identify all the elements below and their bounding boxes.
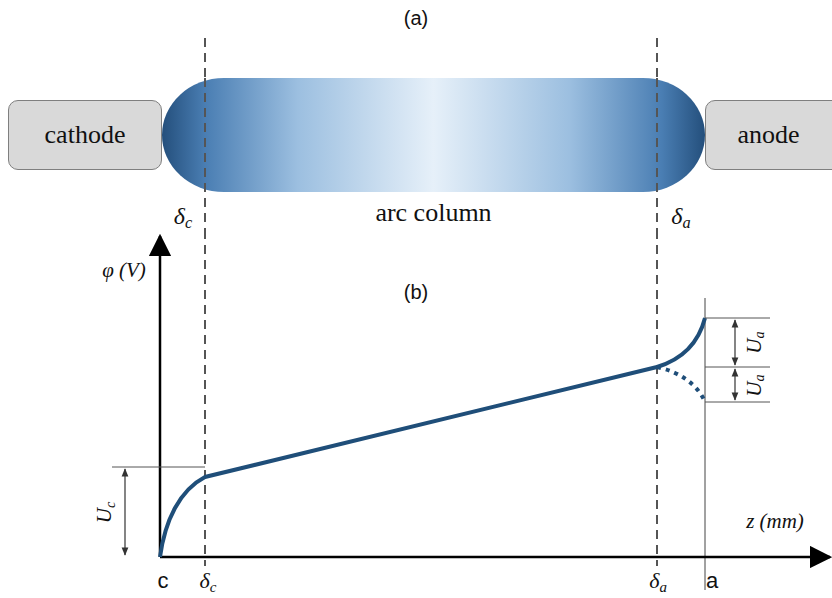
potential-curve	[160, 318, 705, 557]
anode-box: anode	[705, 100, 832, 170]
x-axis	[160, 556, 830, 559]
axis-label: (a)	[404, 8, 428, 28]
boundary-label: δa	[649, 570, 667, 592]
alt-anode-fall	[657, 367, 705, 402]
dashed-line	[656, 38, 658, 78]
dashed-line	[204, 78, 206, 230]
voltage-drop-label: Ua	[744, 331, 765, 353]
voltage-drop-label: Uc	[94, 501, 115, 523]
dimension-arrow	[734, 320, 735, 365]
dimension-tick	[705, 402, 770, 403]
dimension-tick	[112, 467, 205, 468]
dashed-line	[656, 230, 658, 566]
anode-surface-line	[705, 298, 706, 590]
arc-column-shape: arc column	[162, 78, 705, 230]
dashed-line	[656, 78, 658, 230]
dashed-line	[204, 230, 206, 566]
axis-label: c	[158, 570, 169, 592]
axis-label: z (mm)	[746, 511, 804, 532]
boundary-label: δc	[200, 570, 217, 592]
dashed-line	[204, 38, 206, 78]
region-label: arc column	[372, 198, 494, 228]
cathode-box: cathode	[8, 100, 162, 170]
electrode-label: cathode	[45, 120, 126, 150]
axis-label: φ (V)	[102, 260, 146, 281]
boundary-label: δc	[174, 204, 192, 228]
dimension-arrow	[734, 369, 735, 400]
voltage-drop-label: Ua	[744, 374, 765, 396]
dimension-tick	[705, 367, 770, 368]
arc-column-body	[162, 78, 705, 192]
dimension-arrow	[124, 469, 125, 555]
dimension-tick	[705, 318, 770, 319]
y-axis	[159, 236, 162, 557]
axis-label: (b)	[404, 282, 428, 302]
electrode-label: anode	[737, 120, 799, 150]
boundary-label: δa	[671, 204, 690, 228]
axis-label: a	[706, 570, 718, 592]
